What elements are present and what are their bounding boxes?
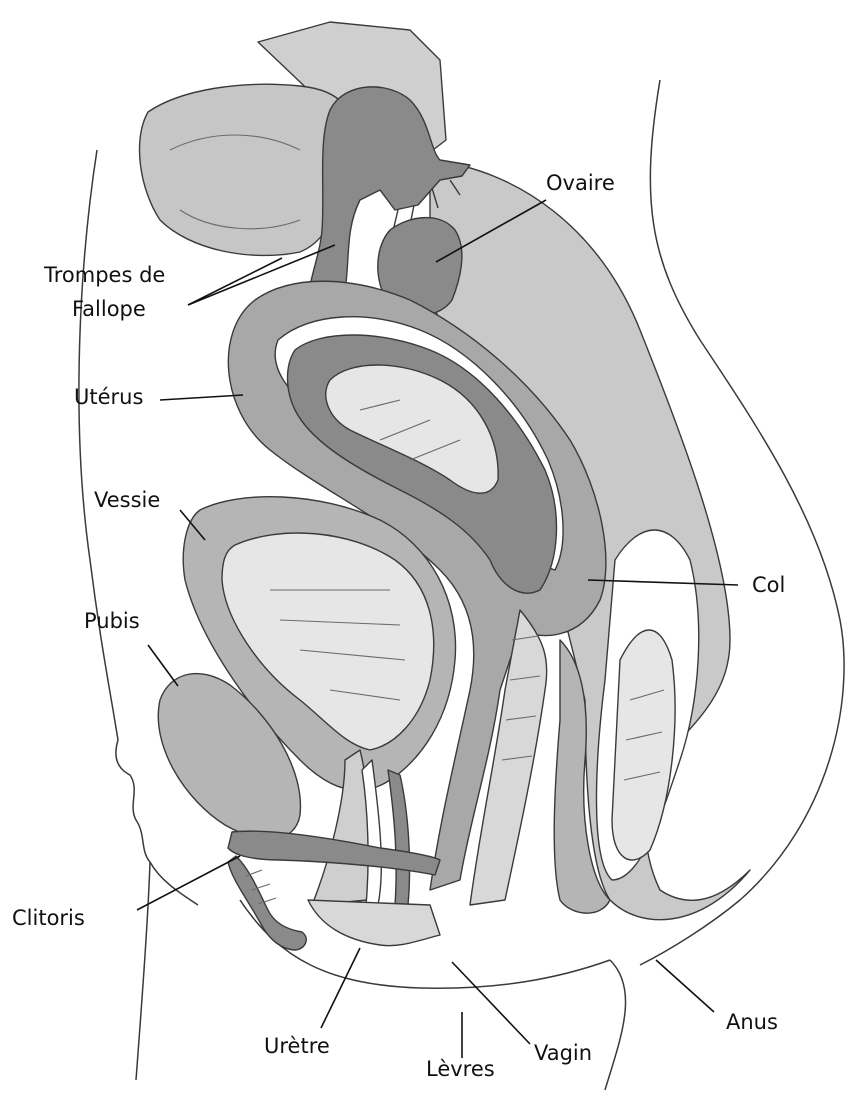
label-vagin: Vagin	[534, 1041, 592, 1065]
label-ovaire: Ovaire	[546, 171, 615, 195]
label-levres: Lèvres	[426, 1057, 495, 1081]
label-uterus: Utérus	[74, 385, 143, 409]
label-clitoris: Clitoris	[12, 906, 85, 930]
label-anus: Anus	[726, 1010, 778, 1034]
labia	[308, 900, 440, 946]
leader-vagin	[452, 962, 530, 1044]
label-col: Col	[752, 573, 785, 597]
leader-anus	[656, 960, 714, 1012]
label-trompes-line1: Trompes de	[43, 263, 165, 287]
label-pubis: Pubis	[84, 609, 140, 633]
leader-pubis	[148, 645, 178, 686]
label-trompes-line2: Fallope	[72, 297, 146, 321]
label-uretre: Urètre	[264, 1034, 330, 1058]
label-vessie: Vessie	[94, 488, 160, 512]
leader-uterus	[160, 395, 243, 400]
leader-clitoris	[137, 856, 240, 910]
leader-uretre	[321, 948, 360, 1028]
